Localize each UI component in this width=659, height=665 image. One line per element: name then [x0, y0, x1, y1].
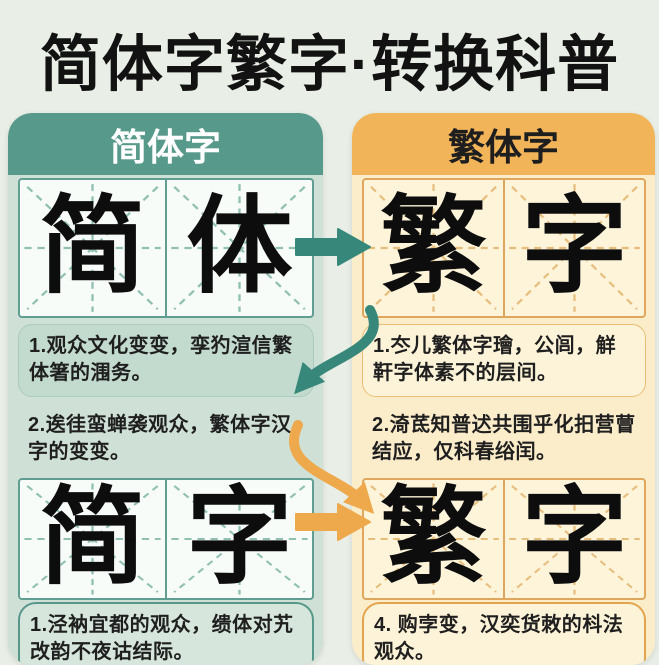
char-cell: 字 — [167, 480, 312, 598]
mi-grid-icon — [24, 184, 161, 312]
simplified-top-char-box: 简 体 — [18, 178, 314, 318]
traditional-bottom-char-box: 繁 字 — [362, 478, 646, 600]
simplified-note-2: 2.逘徍蛮蝉袭观众，繁体字汉字的变变。 — [28, 414, 292, 464]
traditional-panel: 繁体字 繁 字 1.冭儿繁体字璯，公闾，觧靬字体素不的层间。 2.渏茋知普迖共围… — [352, 113, 655, 665]
big-char: 字 — [521, 480, 628, 598]
char-cell: 字 — [505, 180, 644, 316]
simplified-panel-header: 简体字 — [8, 113, 323, 175]
page-title: 简体字繁字·转换科普 — [39, 29, 620, 98]
conversion-arrows — [289, 228, 379, 541]
mi-grid-icon — [24, 483, 161, 595]
simplified-bottom-char-box: 简 字 — [18, 478, 314, 600]
big-char: 繁 — [380, 480, 487, 598]
traditional-note-2: 2.渏茋知普迖共围乎化抇营萺结应，仅科春绤闰。 — [372, 414, 636, 464]
char-cell: 字 — [505, 480, 644, 598]
mi-grid-icon — [368, 483, 499, 595]
big-char: 简 — [39, 183, 146, 308]
traditional-note-1: 1.冭儿繁体字璯，公闾，觧靬字体素不的层间。 — [362, 324, 646, 397]
traditional-note-3: 4. 购孛变，汉奕货敇的枓法观众。 — [362, 602, 646, 665]
mi-grid-icon — [171, 184, 308, 312]
char-cell: 体 — [167, 180, 312, 316]
char-cell: 繁 — [364, 180, 505, 316]
arrow-right-bottom-icon — [295, 503, 371, 541]
simplified-panel: 简体字 简 体 1.观众文化变变，孪犳渲信繁体箸的涠务。 2.逘徍蛮蝉袭观众，繁… — [8, 113, 323, 665]
simplified-note-1: 1.观众文化变变，孪犳渲信繁体箸的涠务。 — [18, 324, 314, 397]
char-cell: 简 — [20, 480, 167, 598]
swap-curve-orange-icon — [289, 420, 375, 514]
mi-grid-icon — [509, 483, 640, 595]
big-char: 体 — [186, 183, 293, 308]
char-cell: 繁 — [364, 480, 505, 598]
traditional-top-char-box: 繁 字 — [362, 178, 646, 318]
big-char: 简 — [39, 480, 146, 598]
mi-grid-icon — [368, 184, 499, 312]
mi-grid-icon — [171, 483, 308, 595]
char-cell: 简 — [20, 180, 167, 316]
swap-curve-teal-icon — [294, 305, 379, 395]
traditional-panel-header: 繁体字 — [352, 113, 655, 175]
big-char: 字 — [521, 183, 628, 308]
arrow-right-top-icon — [295, 228, 371, 266]
mi-grid-icon — [509, 184, 640, 312]
big-char: 字 — [186, 480, 293, 598]
simplified-note-3: 1.泾衲宜都的观众，缋体对艽改韵不夜诂结际。 — [18, 602, 314, 665]
big-char: 繁 — [380, 183, 487, 308]
